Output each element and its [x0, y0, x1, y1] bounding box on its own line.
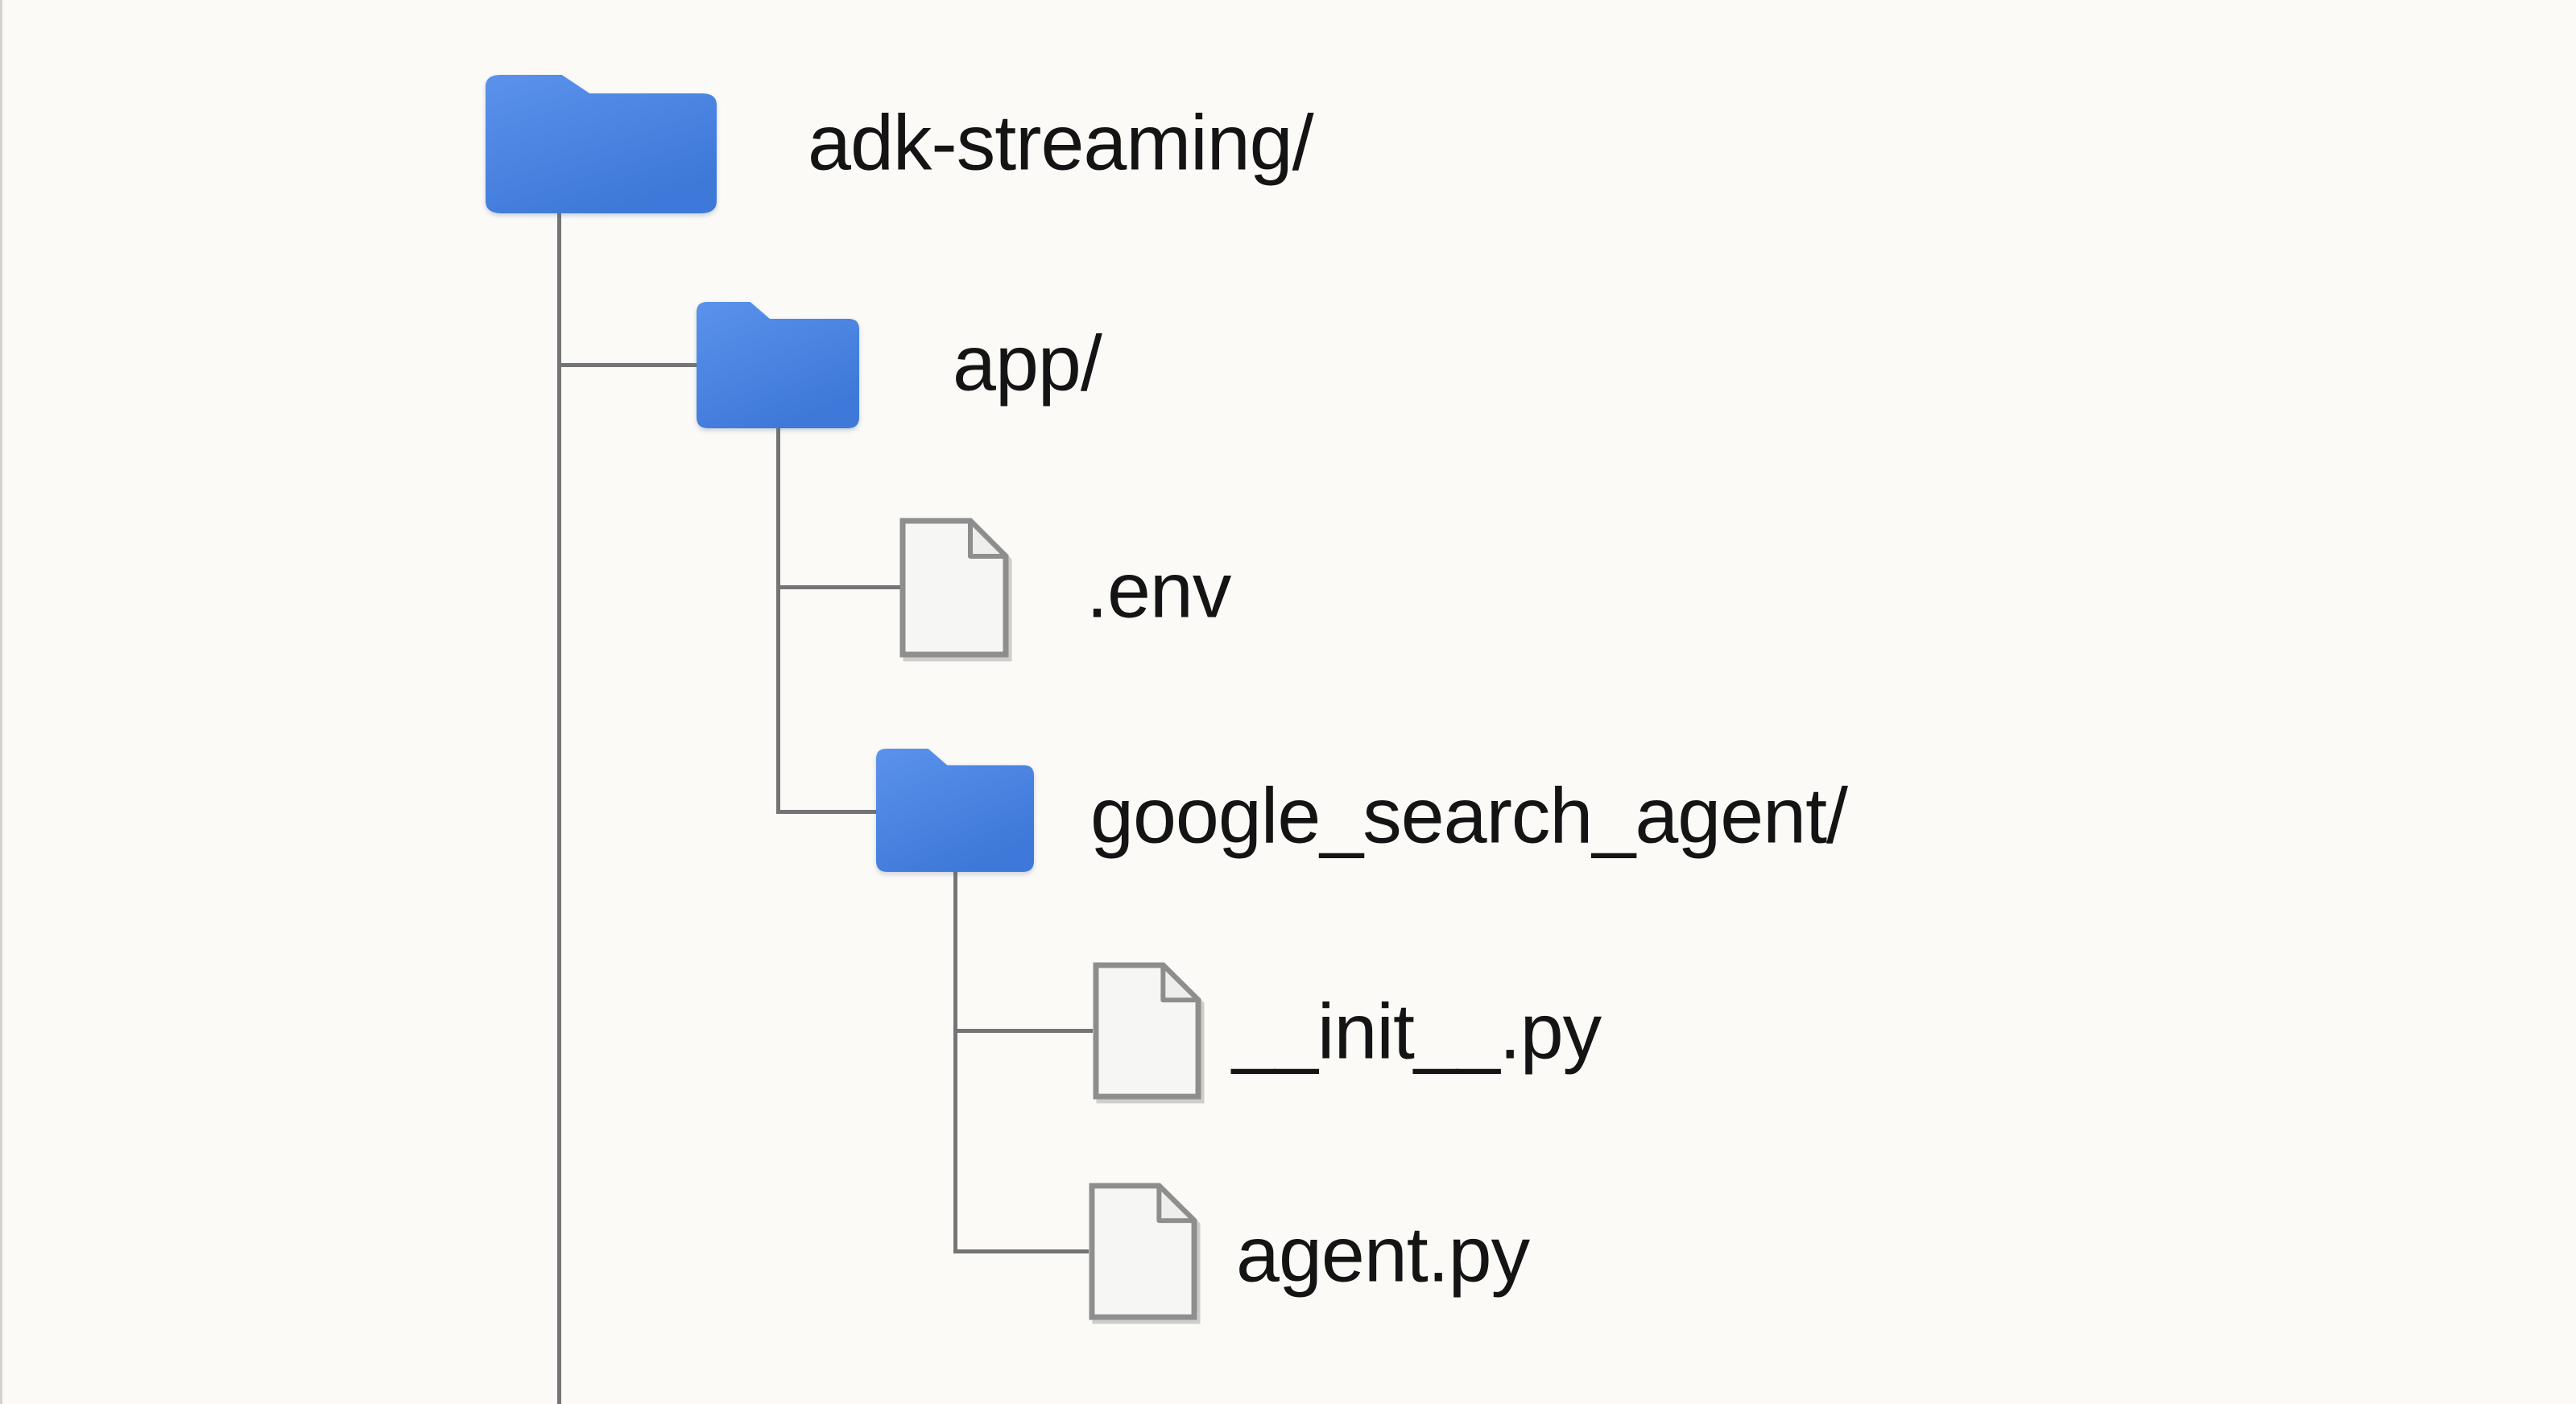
branch-google-search-agent	[776, 810, 876, 814]
file-icon	[899, 518, 1009, 662]
node-label-env: .env	[1086, 546, 1231, 634]
branch-env	[776, 585, 904, 589]
file-icon	[1093, 962, 1201, 1104]
branch-app	[557, 363, 698, 367]
branch-init	[953, 1029, 1093, 1033]
folder-icon	[876, 749, 1034, 876]
trunk-google-search-agent	[953, 868, 957, 1253]
node-label-adk-streaming: adk-streaming/	[808, 98, 1314, 187]
file-icon	[1089, 1183, 1197, 1324]
folder-icon	[486, 75, 717, 217]
folder-icon	[697, 302, 859, 432]
node-label-app: app/	[953, 319, 1102, 407]
branch-agent	[953, 1249, 1089, 1253]
trunk-app	[776, 425, 780, 814]
left-edge-line	[0, 0, 2, 1404]
node-label-init-py: __init__.py	[1232, 987, 1602, 1076]
node-label-agent-py: agent.py	[1236, 1210, 1530, 1299]
node-label-google-search-agent: google_search_agent/	[1090, 771, 1848, 860]
trunk-root	[557, 209, 561, 1404]
